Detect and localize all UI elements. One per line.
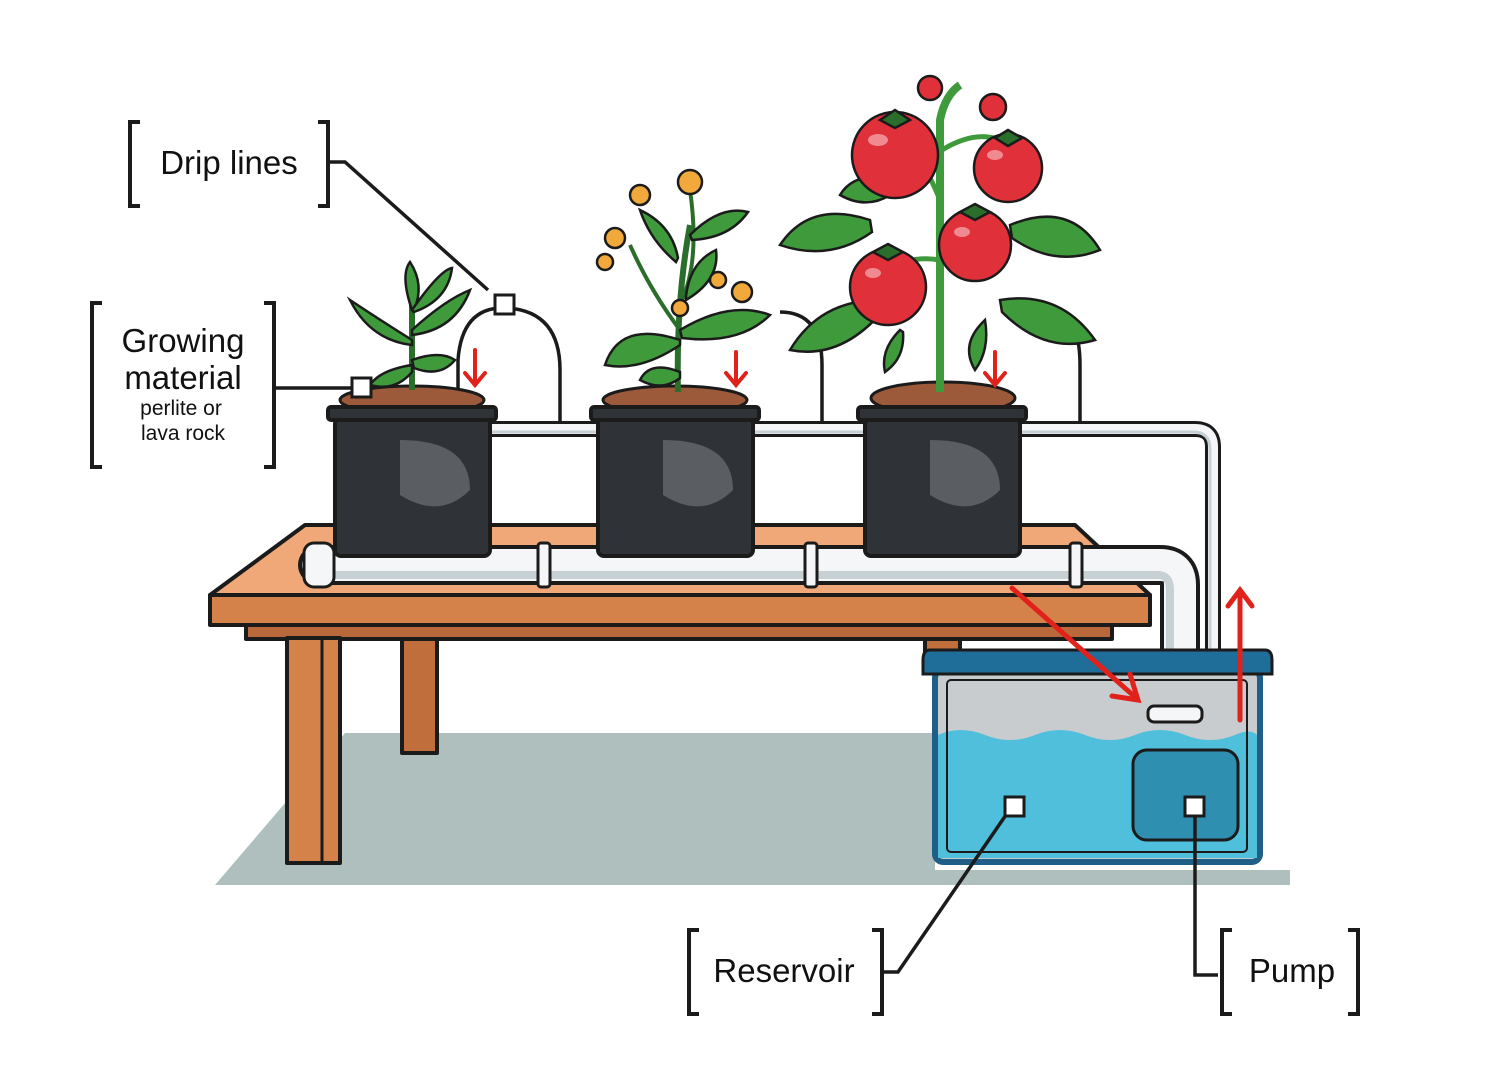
flowering-plant <box>595 168 773 393</box>
callout-marker-drip-lines <box>493 293 516 316</box>
table-leg-front-left <box>285 636 342 865</box>
pipe-coupling <box>536 541 552 589</box>
label-drip-lines: Drip lines <box>160 144 298 181</box>
tomato-plant <box>778 74 1102 392</box>
pump-flow-arrow <box>1225 585 1255 723</box>
pump <box>1131 748 1240 842</box>
table-front-edge <box>208 593 1152 627</box>
return-pipe <box>298 541 1200 720</box>
tomato <box>978 92 1008 122</box>
seedling-plant <box>346 259 473 390</box>
table-leg-back-left <box>400 623 439 755</box>
pipe-coupling <box>803 541 819 589</box>
pot-right <box>856 380 1028 558</box>
bracket-growing-material <box>90 301 276 469</box>
label-pump: Pump <box>1249 952 1335 989</box>
pipe-end-cap <box>302 541 336 589</box>
callout-marker-pump <box>1183 795 1206 818</box>
label-growing-material-line1: Growing <box>122 322 245 359</box>
callout-leaders <box>273 160 1218 977</box>
label-growing-material-sub2: lava rock <box>141 422 226 445</box>
pot-left <box>326 384 498 558</box>
drip-flow-arrows <box>463 348 1007 389</box>
bracket-drip-lines <box>128 120 330 208</box>
table-apron <box>244 623 1114 641</box>
supply-pipe <box>470 421 1221 730</box>
floor-shadow <box>215 733 1290 885</box>
return-pipe-outlet <box>1146 704 1204 724</box>
callout-marker-reservoir <box>1003 795 1026 818</box>
label-growing-material-sub1: perlite or <box>140 397 222 420</box>
return-flow-arrow <box>1009 585 1142 704</box>
tomato <box>916 74 944 102</box>
label-growing-material-line2: material <box>124 359 241 396</box>
bracket-pump <box>1220 928 1360 1016</box>
bracket-reservoir <box>687 928 884 1016</box>
pot-middle <box>589 384 761 558</box>
label-reservoir: Reservoir <box>713 952 854 989</box>
pipe-coupling <box>1068 541 1084 589</box>
callout-marker-growing-material <box>350 376 373 399</box>
